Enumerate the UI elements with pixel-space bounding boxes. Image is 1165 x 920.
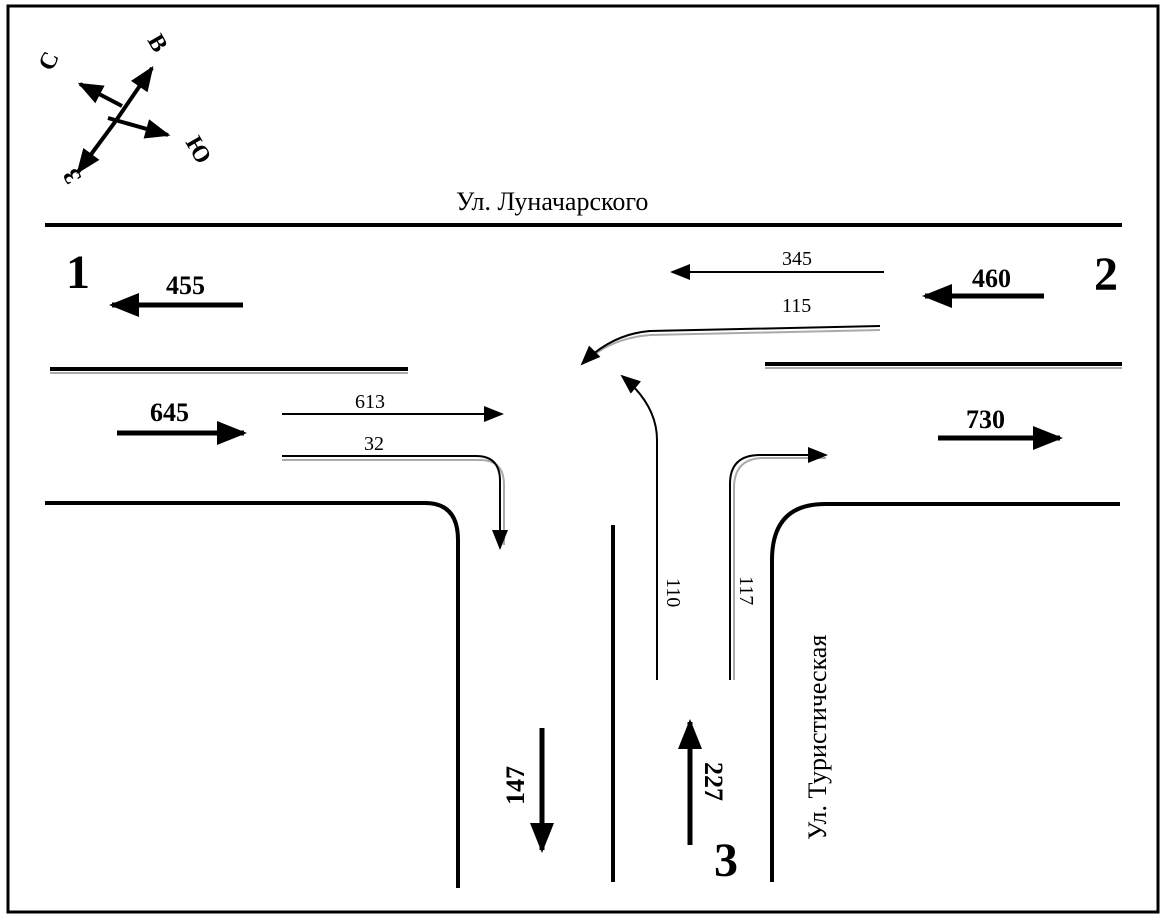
- flow-label-east-straight: 345: [782, 248, 812, 270]
- street-name-right: Ул. Туристическая: [803, 635, 832, 840]
- compass-sw-arrow: [76, 120, 117, 175]
- road-edge-bottom-left: [45, 501, 460, 888]
- flow-label-west-in: 645: [150, 398, 189, 427]
- flow-label-south-left: 110: [662, 578, 684, 607]
- flow-label-east-out: 730: [966, 405, 1005, 434]
- approach-label-1: 1: [66, 246, 90, 299]
- flow-label-east-left: 115: [782, 295, 811, 317]
- approach-label-2: 2: [1094, 248, 1118, 301]
- street-name-top: Ул. Луначарского: [456, 187, 648, 216]
- flow-label-south-right: 117: [735, 576, 757, 605]
- compass-nw-arrow: [77, 82, 123, 108]
- flow-label-east-in: 460: [972, 264, 1011, 293]
- flow-arrow-south-right-shadow: [733, 457, 826, 680]
- compass-north-label: С: [34, 48, 65, 75]
- flow-arrow-east-left: [580, 325, 881, 366]
- flow-label-west-out: 455: [166, 271, 205, 300]
- compass-ne-arrow: [113, 65, 154, 124]
- flow-label-south-out: 147: [501, 766, 530, 805]
- road-edge-bottom-right: [770, 502, 1120, 882]
- flow-label-west-straight: 613: [355, 391, 385, 413]
- flow-arrow-west-right: [282, 455, 508, 550]
- diagram-border: [6, 4, 1160, 914]
- compass-east-label: В: [142, 30, 173, 57]
- flow-label-south-in: 227: [699, 762, 728, 801]
- flow-arrow-south-left: [620, 374, 658, 680]
- compass-se-arrow: [107, 116, 171, 139]
- flow-arrow-south-right: [729, 447, 828, 680]
- compass-rose: С В Ю З: [34, 30, 216, 188]
- approach-label-3: 3: [714, 834, 738, 887]
- compass-south-label: Ю: [180, 132, 216, 168]
- flow-label-west-right: 32: [364, 433, 384, 455]
